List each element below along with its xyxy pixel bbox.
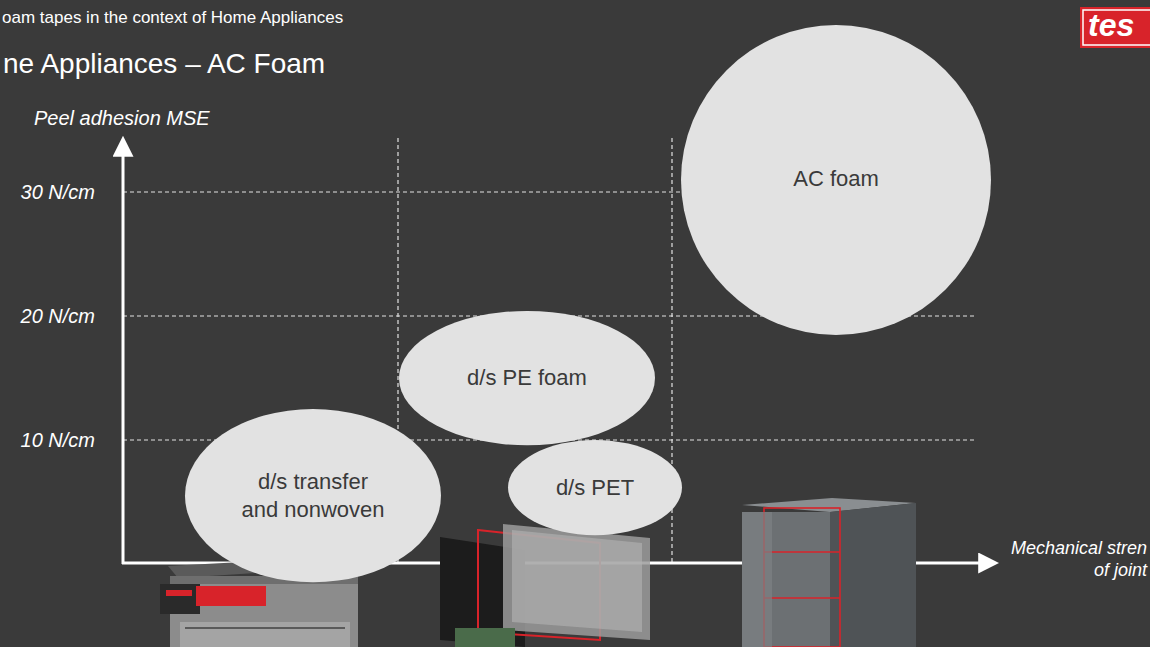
y-axis (122, 140, 125, 564)
bubble-body: d/s PE foam (399, 311, 655, 445)
category-bubble: d/s PET (508, 440, 682, 535)
bubble-fill (681, 25, 991, 335)
bubble-label: d/s PE foam (467, 364, 587, 392)
category-bubble: d/s transfer and nonwoven (185, 409, 441, 582)
tick-label: 30 N/cm (21, 180, 95, 204)
bubble-fill (185, 409, 441, 582)
bubble-fill (508, 440, 682, 535)
tick-label: 20 N/cm (21, 304, 95, 328)
bubble-body: AC foam (681, 25, 991, 335)
bubble-body: d/s PET (508, 440, 682, 535)
bubble-body: d/s transfer and nonwoven (185, 409, 441, 582)
slide-title: ne Appliances – AC Foam (3, 47, 325, 81)
category-bubble: d/s PE foam (399, 311, 655, 445)
bubble-label: AC foam (793, 165, 879, 193)
slide-subtitle: oam tapes in the context of Home Applian… (2, 8, 343, 28)
tick-label: 10 N/cm (21, 428, 95, 452)
logo-box (1080, 7, 1150, 48)
cabinet-illustration (742, 498, 916, 647)
bubble-fill (399, 311, 655, 445)
bubble-label: d/s PET (556, 474, 634, 502)
axis-title: Mechanical stren of joint (1001, 538, 1147, 581)
display-layers-illustration (440, 524, 650, 647)
bubble-shape (185, 409, 441, 582)
axis-title: Peel adhesion MSE (34, 106, 210, 130)
category-bubble: AC foam (681, 25, 991, 335)
bubble-label: d/s transfer and nonwoven (239, 468, 387, 523)
logo-text: tes (1088, 6, 1134, 44)
